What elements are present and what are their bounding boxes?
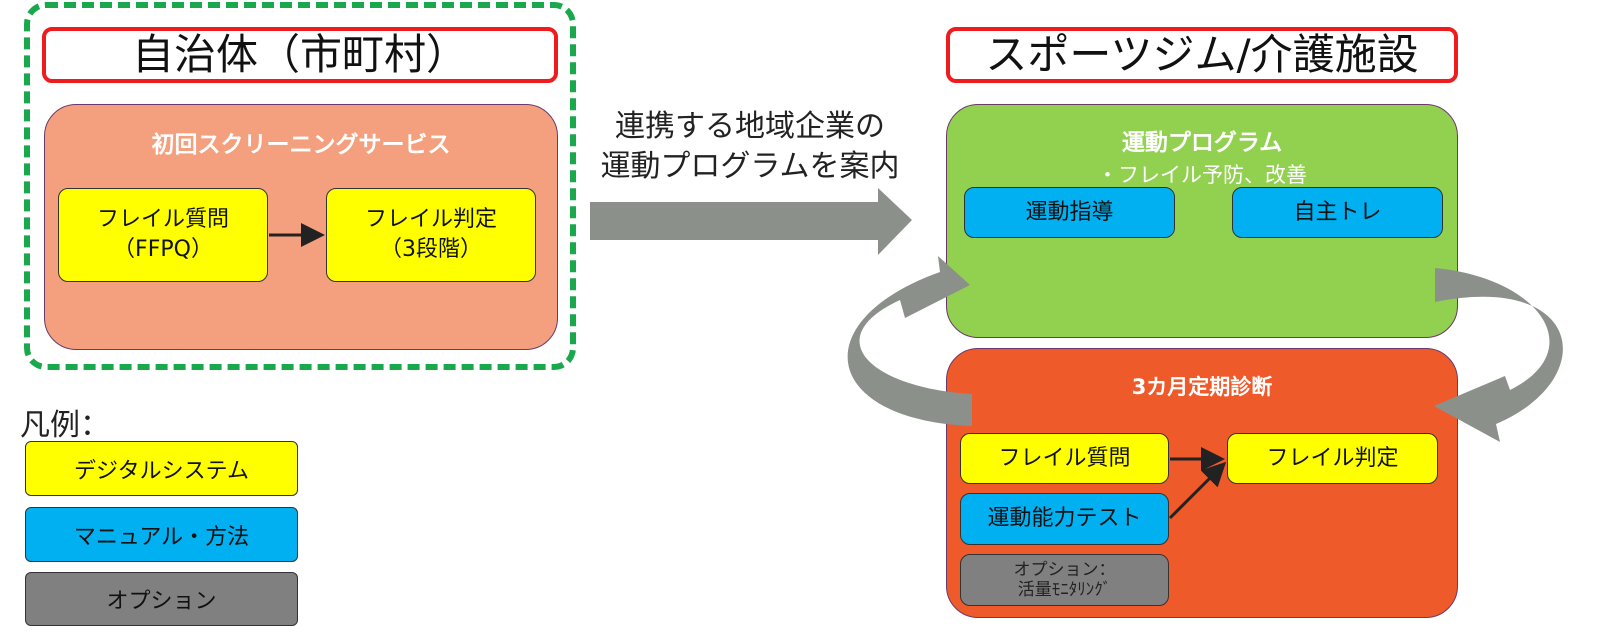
diagnosis-frail-question-box: フレイル質問 xyxy=(960,433,1169,484)
guide-flow-arrow xyxy=(590,188,912,255)
diagnosis-frail-judgement-box: フレイル判定 xyxy=(1227,433,1438,484)
frail-judgement-sub: （3段階） xyxy=(380,237,482,262)
legend-digital: デジタルシステム xyxy=(25,441,298,496)
exercise-guidance-box: 運動指導 xyxy=(964,187,1175,238)
frail-question-sub: （FFPQ） xyxy=(113,237,213,262)
connector-line-2: 運動プログラムを案内 xyxy=(600,148,900,184)
legend-title: 凡例： xyxy=(20,408,110,443)
frail-judgement-label: フレイル判定 xyxy=(364,207,497,233)
exercise-program-title: 運動プログラム xyxy=(1121,130,1283,156)
arrow-motor-test-to-judgement xyxy=(1168,461,1227,520)
facility-title: スポーツジム/介護施設 xyxy=(946,27,1458,83)
connector-text: 連携する地域企業の 運動プログラムを案内 xyxy=(585,107,915,186)
periodic-diagnosis-title: 3カ月定期診断 xyxy=(1131,375,1273,399)
exercise-program-subtitle: ・フレイル予防、改善 xyxy=(1097,163,1307,187)
municipality-group xyxy=(24,2,576,370)
option-line-1: オプション： xyxy=(1013,559,1116,580)
frail-question-box: フレイル質問 （FFPQ） xyxy=(58,188,268,282)
cycle-arrow-right xyxy=(1434,268,1563,442)
activity-monitoring-option-box: オプション： 活量ﾓﾆﾀﾘﾝｸﾞ xyxy=(960,554,1169,606)
option-line-2: 活量ﾓﾆﾀﾘﾝｸﾞ xyxy=(1017,580,1112,600)
municipality-title: 自治体（市町村） xyxy=(42,27,558,83)
motor-test-box: 運動能力テスト xyxy=(960,493,1169,545)
frail-question-label: フレイル質問 xyxy=(96,207,229,233)
screening-service-title: 初回スクリーニングサービス xyxy=(151,132,451,158)
legend-option: オプション xyxy=(25,572,298,626)
self-training-box: 自主トレ xyxy=(1232,187,1443,238)
frail-judgement-box: フレイル判定 （3段階） xyxy=(326,188,536,282)
connector-line-1: 連携する地域企業の xyxy=(615,109,885,144)
cycle-arrow-left xyxy=(847,256,972,426)
legend-manual: マニュアル・方法 xyxy=(25,507,298,562)
